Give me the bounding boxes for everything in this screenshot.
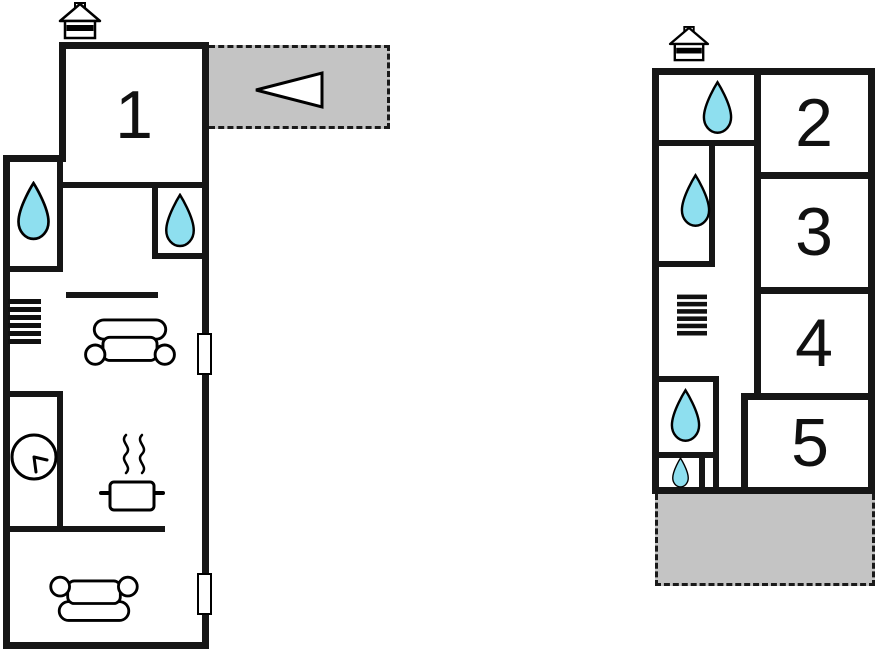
wall-segment: [152, 253, 209, 259]
wall-segment: [754, 287, 875, 294]
room-label-1: 1: [115, 77, 153, 153]
room-label-2: 2: [795, 85, 833, 161]
wall-segment: [709, 140, 715, 267]
room-label-5: 5: [791, 405, 829, 481]
wall-segment: [741, 393, 748, 494]
water-drop-icon: [680, 173, 711, 227]
sofa-icon: [84, 318, 176, 366]
wall-segment: [655, 261, 715, 267]
wall-segment: [655, 140, 759, 146]
wall-segment: [152, 182, 158, 259]
wall-segment: [59, 182, 209, 188]
room-label-3: 3: [795, 194, 833, 270]
water-drop-icon: [672, 457, 689, 488]
water-drop-icon: [17, 181, 50, 241]
wall-segment: [741, 393, 875, 400]
wall-segment: [713, 376, 719, 494]
sofa-icon: [49, 575, 139, 622]
wall-segment: [655, 452, 717, 458]
wall-segment: [3, 155, 66, 162]
wall-segment: [57, 391, 63, 532]
stairs-icon: [8, 299, 41, 344]
wall-segment: [754, 68, 761, 400]
wall-segment: [699, 452, 705, 494]
wall-segment: [3, 526, 165, 532]
wall-segment: [652, 68, 875, 75]
door-marker: [197, 573, 212, 615]
wall-segment: [652, 68, 659, 494]
wall-segment: [3, 266, 63, 272]
chimney-icon: [668, 26, 710, 62]
cooking-pot-icon: [99, 433, 165, 512]
water-drop-icon: [670, 388, 701, 442]
wall-segment: [57, 158, 63, 272]
wall-segment: [59, 42, 66, 162]
wall-segment: [652, 487, 875, 494]
wall-segment: [59, 42, 209, 49]
arrow-left-icon: [255, 71, 324, 109]
wall-segment: [754, 172, 875, 179]
wall-segment: [868, 68, 875, 494]
chimney-icon: [58, 2, 102, 40]
wall-segment: [3, 155, 10, 649]
door-marker: [197, 333, 212, 375]
wall-segment: [655, 376, 719, 382]
water-drop-icon: [165, 193, 195, 248]
room-label-4: 4: [795, 305, 833, 381]
terrace-right: [655, 494, 875, 586]
wall-segment: [3, 642, 209, 649]
stairs-icon: [677, 294, 707, 336]
wall-segment: [66, 292, 158, 298]
terrace-left: [209, 45, 390, 129]
water-drop-icon: [702, 80, 733, 134]
wall-segment: [3, 391, 63, 397]
clock-icon: [10, 433, 58, 481]
